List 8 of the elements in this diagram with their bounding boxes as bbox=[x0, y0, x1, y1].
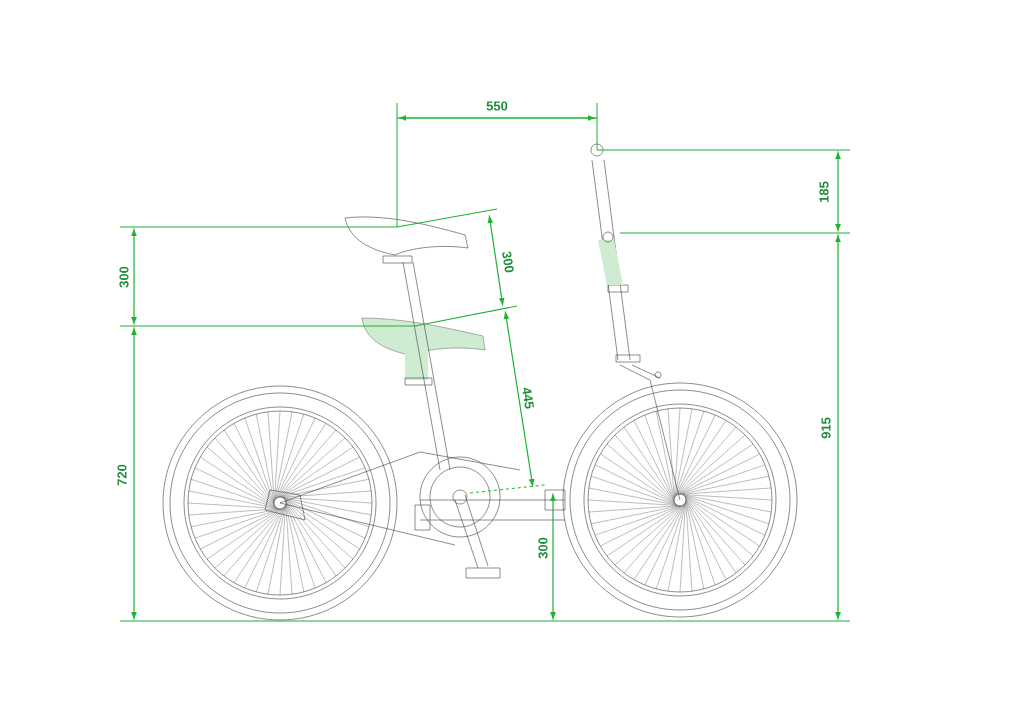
dimension-label: 300 bbox=[502, 251, 514, 273]
dimension-label: 550 bbox=[486, 101, 508, 111]
dimension-label: 720 bbox=[117, 464, 127, 486]
dimension-label: 185 bbox=[819, 181, 829, 203]
dimension-label: 300 bbox=[538, 537, 548, 559]
dimension-label: 915 bbox=[821, 417, 831, 439]
dimension-label: 445 bbox=[522, 387, 535, 409]
dimension-label: 300 bbox=[119, 266, 129, 288]
